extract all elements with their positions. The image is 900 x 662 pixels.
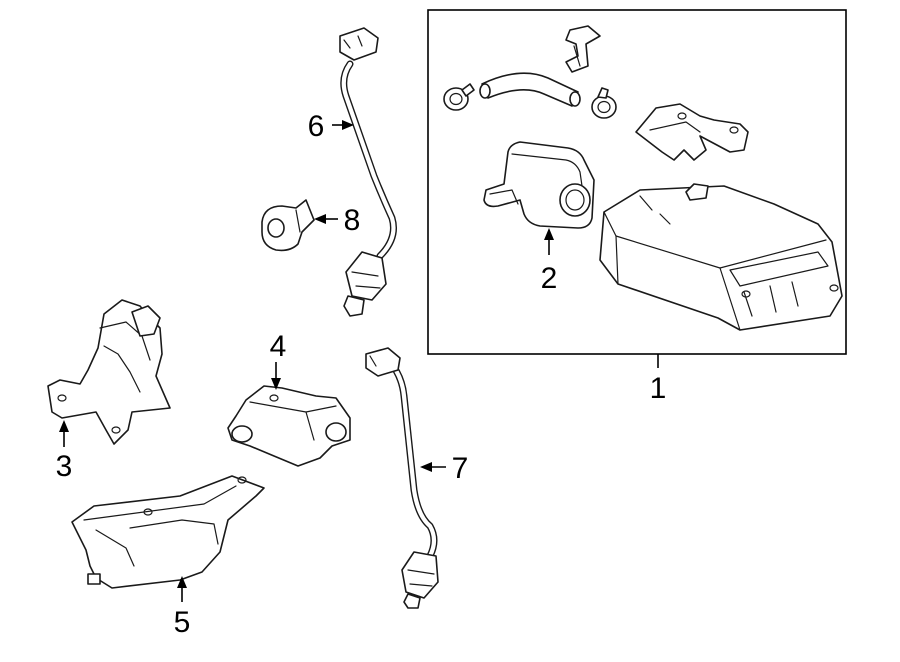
hose-clamp-left — [443, 83, 475, 111]
callout-4: 4 — [270, 330, 287, 363]
hose-clip — [565, 25, 601, 73]
leak-detection-pump — [71, 475, 265, 589]
leader-4 — [271, 362, 281, 390]
leader-8 — [314, 214, 338, 224]
leader-5 — [177, 576, 187, 602]
purge-solenoid — [227, 385, 351, 467]
callout-1: 1 — [650, 372, 667, 405]
oxygen-sensor-lower — [365, 347, 439, 609]
leader-2 — [544, 228, 554, 255]
callout-2: 2 — [541, 262, 558, 295]
callout-6: 6 — [308, 110, 325, 143]
vent-valve — [483, 141, 595, 229]
vapor-hose — [479, 72, 581, 107]
callout-8: 8 — [344, 204, 361, 237]
callout-7: 7 — [452, 452, 469, 485]
oxygen-sensor-upper — [339, 27, 397, 317]
canister-assembly-box — [427, 9, 847, 355]
hose-clamp-right — [591, 87, 617, 119]
charcoal-canister — [599, 183, 843, 331]
callout-5: 5 — [174, 606, 191, 639]
leader-7 — [420, 462, 446, 472]
leader-3 — [59, 420, 69, 447]
purge-valve-bracket — [47, 299, 171, 445]
leader-6 — [332, 120, 354, 130]
sensor-clamp — [261, 199, 315, 252]
mounting-bracket — [635, 103, 749, 161]
callout-3: 3 — [56, 450, 73, 483]
